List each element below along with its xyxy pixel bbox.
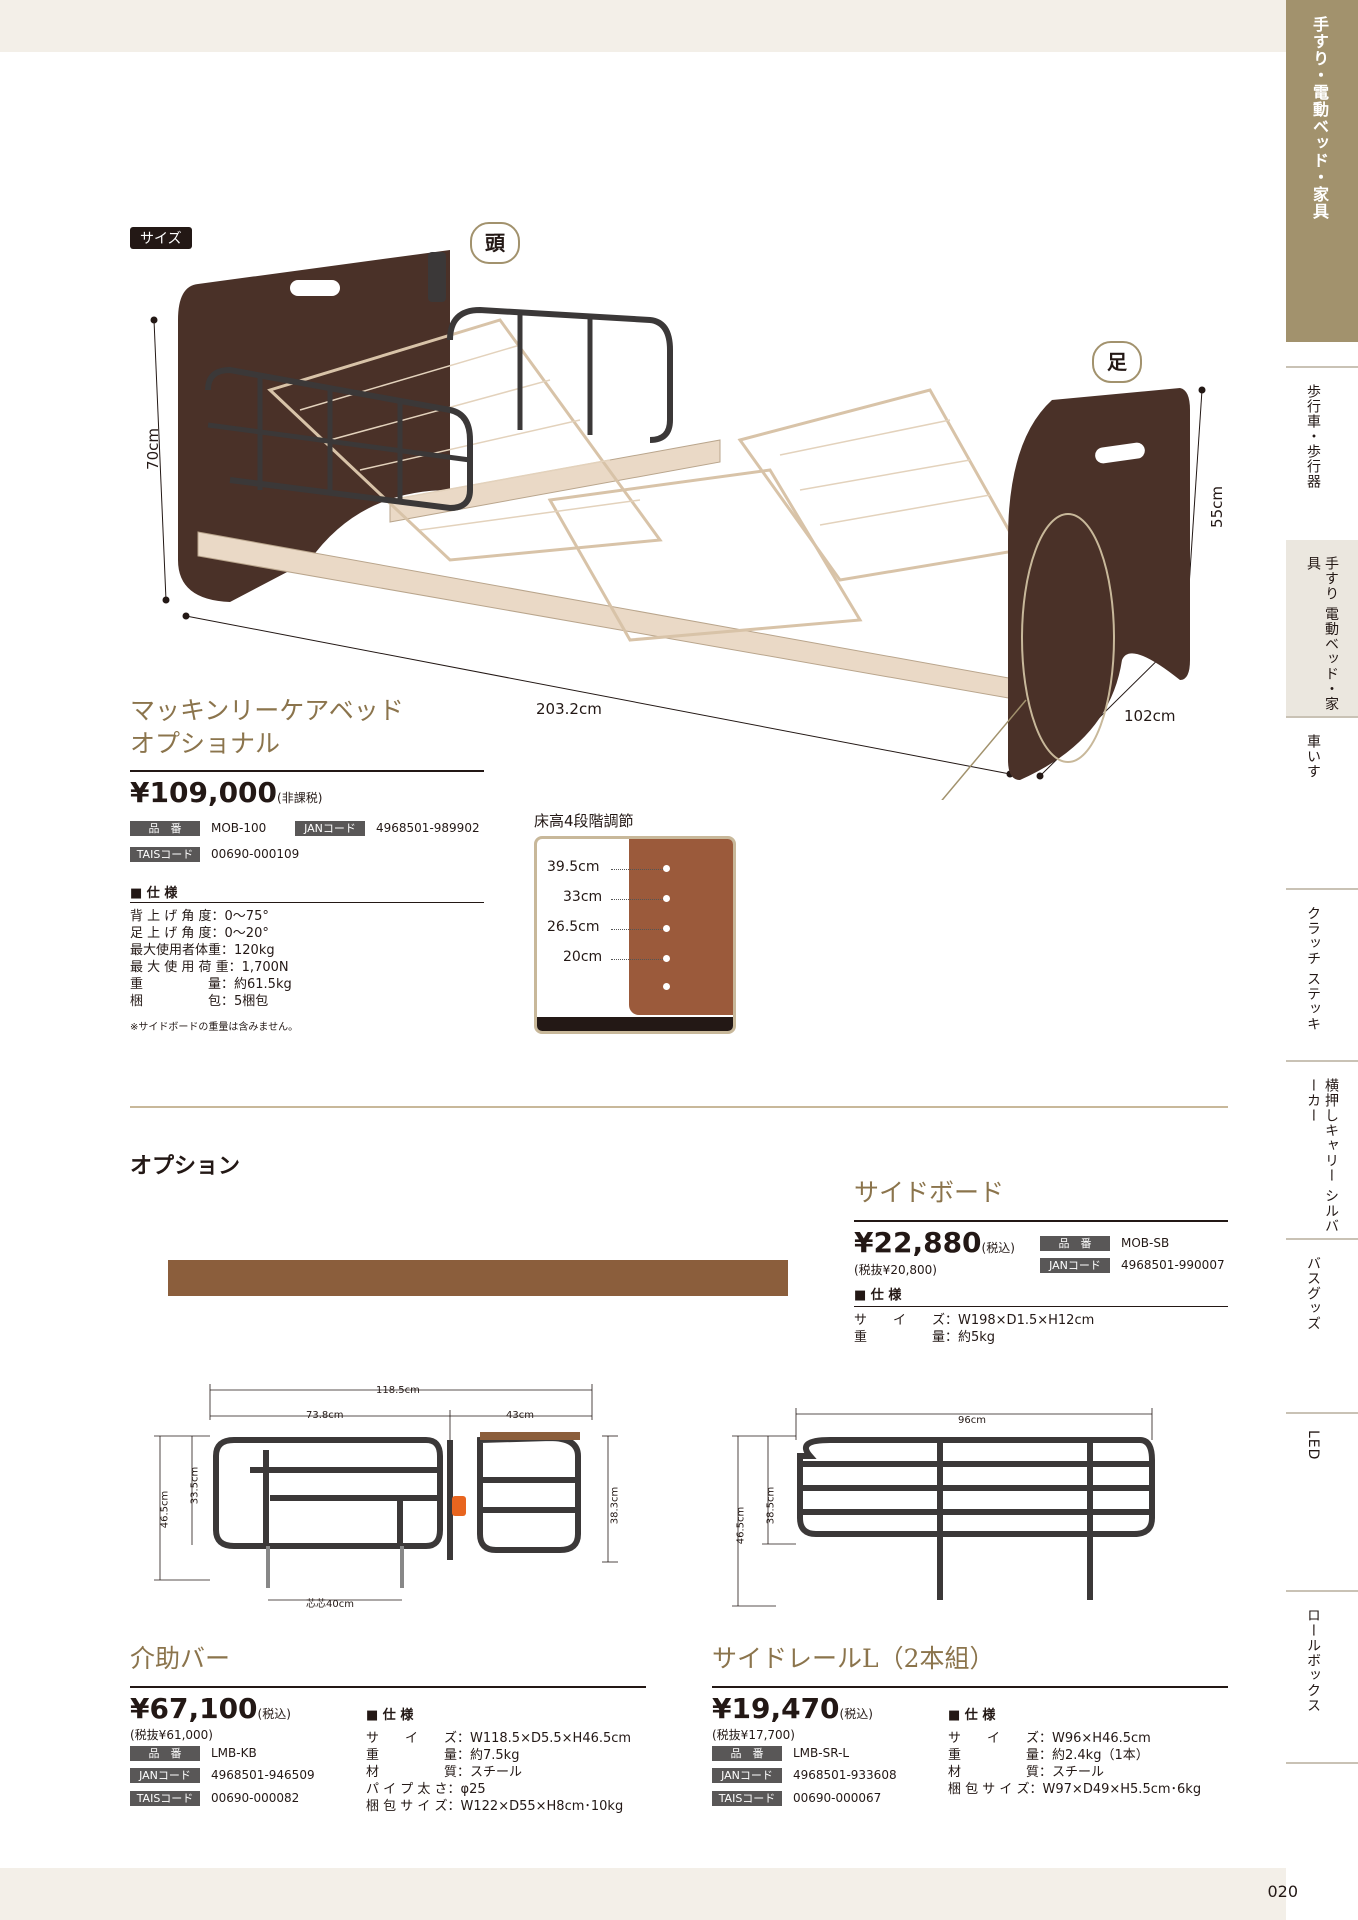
tab-handrail-bed-furniture[interactable]: 手すり・電動ベッド・家具 (1286, 0, 1358, 342)
sideboard-hinban: MOB-SB (1121, 1236, 1170, 1250)
floor-height-inset: 39.5cm 33cm 26.5cm 20cm (534, 836, 736, 1034)
bed-jan-label: JANコード (295, 821, 365, 836)
bed-tais: 00690-000109 (211, 847, 300, 861)
bed-spec-heading: ■ 仕 様 (130, 886, 178, 901)
rail-hinban: LMB-SR-L (793, 1746, 850, 1760)
sideboard-image (168, 1260, 788, 1296)
rail-jan: 4968501-933608 (793, 1768, 897, 1782)
tab-roll-box[interactable]: ロールボックス (1305, 1608, 1321, 1713)
bottom-band (0, 1868, 1286, 1920)
dim-length: 203.2cm (536, 700, 602, 718)
assist-spec-heading: ■ 仕 様 (366, 1708, 414, 1723)
sideboard-price-ex: (税抜¥20,800) (854, 1263, 937, 1277)
side-rail-price-ex: (税抜¥17,700) (712, 1728, 795, 1742)
options-heading: オプション (130, 1154, 241, 1179)
bed-note: ※サイドボードの重量は含みません。 (130, 1022, 299, 1033)
bed-hinban: MOB-100 (211, 821, 267, 835)
tab-led[interactable]: LED (1305, 1430, 1321, 1461)
bed-tais-label: TAISコード (130, 847, 200, 862)
assist-jan: 4968501-946509 (211, 1768, 315, 1782)
tab-crutch-stick[interactable]: クラッチ ステッキ (1305, 906, 1321, 1032)
assist-bar-illustration (154, 1384, 618, 1601)
assist-dim-h2: 33.5cm (189, 1466, 201, 1505)
tab-carrier[interactable]: 横押しキャリー シルバーカー (1305, 1078, 1339, 1234)
sideboard-hinban-label: 品 番 (1040, 1236, 1110, 1251)
bed-hinban-label: 品 番 (130, 821, 200, 836)
bed-illustration (150, 250, 1206, 800)
rail-dim-h2: 38.5cm (765, 1486, 777, 1525)
tab-handrail-bed-furniture-2[interactable]: 手すり 電動ベッド・家具 (1286, 540, 1358, 716)
rail-tais-label: TAISコード (712, 1791, 782, 1806)
bed-jan: 4968501-989902 (376, 821, 480, 835)
side-rail-price: ¥19,470(税込) (712, 1692, 873, 1725)
rail-jan-label: JANコード (712, 1768, 782, 1783)
top-band (0, 0, 1286, 52)
rail-dim-h1: 46.5cm (735, 1506, 747, 1545)
assist-hinban-label: 品 番 (130, 1746, 200, 1761)
assist-bar-price-ex: (税抜¥61,000) (130, 1728, 213, 1742)
assist-bar-title: 介助バー (130, 1644, 231, 1673)
foot-label: 足 (1092, 341, 1142, 383)
assist-tais-label: TAISコード (130, 1791, 200, 1806)
assist-dim-h3: 38.3cm (609, 1486, 621, 1525)
assist-dim-left: 73.8cm (306, 1410, 344, 1421)
sideboard-jan: 4968501-990007 (1121, 1258, 1225, 1272)
sideboard-title: サイドボード (854, 1178, 1005, 1207)
size-badge: サイズ (130, 227, 192, 249)
tab-bath-goods[interactable]: バスグッズ (1305, 1256, 1321, 1331)
bed-price: ¥109,000(非課税) (130, 776, 323, 809)
bed-title-line2: オプショナル (130, 729, 281, 758)
assist-dim-core: 芯芯40cm (306, 1599, 354, 1610)
dim-foot-height: 55cm (1207, 486, 1226, 528)
tab-wheelchair[interactable]: 車いす (1305, 734, 1321, 779)
head-label: 頭 (470, 222, 520, 264)
assist-dim-right: 43cm (506, 1410, 534, 1421)
rail-spec-heading: ■ 仕 様 (948, 1708, 996, 1723)
side-rail-illustration (732, 1408, 1155, 1607)
sideboard-spec-heading: ■ 仕 様 (854, 1288, 902, 1303)
dim-width: 102cm (1124, 707, 1176, 725)
side-rail-title: サイドレールL（2本組） (712, 1644, 995, 1673)
rail-hinban-label: 品 番 (712, 1746, 782, 1761)
category-sidebar: 手すり・電動ベッド・家具 歩行車・歩行器 手すり 電動ベッド・家具 車いす クラ… (1286, 0, 1358, 1920)
rail-dim-width: 96cm (958, 1415, 986, 1426)
assist-dim-h1: 46.5cm (159, 1490, 171, 1529)
floor-height-title: 床高4段階調節 (534, 812, 634, 830)
sideboard-jan-label: JANコード (1040, 1258, 1110, 1273)
assist-bar-price: ¥67,100(税込) (130, 1692, 291, 1725)
bed-specs: 背 上 げ 角 度：0〜75°足 上 げ 角 度：0〜20°最大使用者体重：12… (130, 909, 292, 1009)
assist-jan-label: JANコード (130, 1768, 200, 1783)
tab-walker[interactable]: 歩行車・歩行器 (1305, 384, 1321, 489)
assist-hinban: LMB-KB (211, 1746, 257, 1760)
bed-title-line1: マッキンリーケアベッド (130, 696, 404, 725)
dim-head-height: 70cm (143, 428, 162, 470)
sideboard-price: ¥22,880(税込) (854, 1226, 1015, 1259)
assist-tais: 00690-000082 (211, 1791, 300, 1805)
page-number: 020 (1267, 1882, 1298, 1901)
assist-dim-total: 118.5cm (376, 1385, 420, 1396)
rail-tais: 00690-000067 (793, 1791, 882, 1805)
